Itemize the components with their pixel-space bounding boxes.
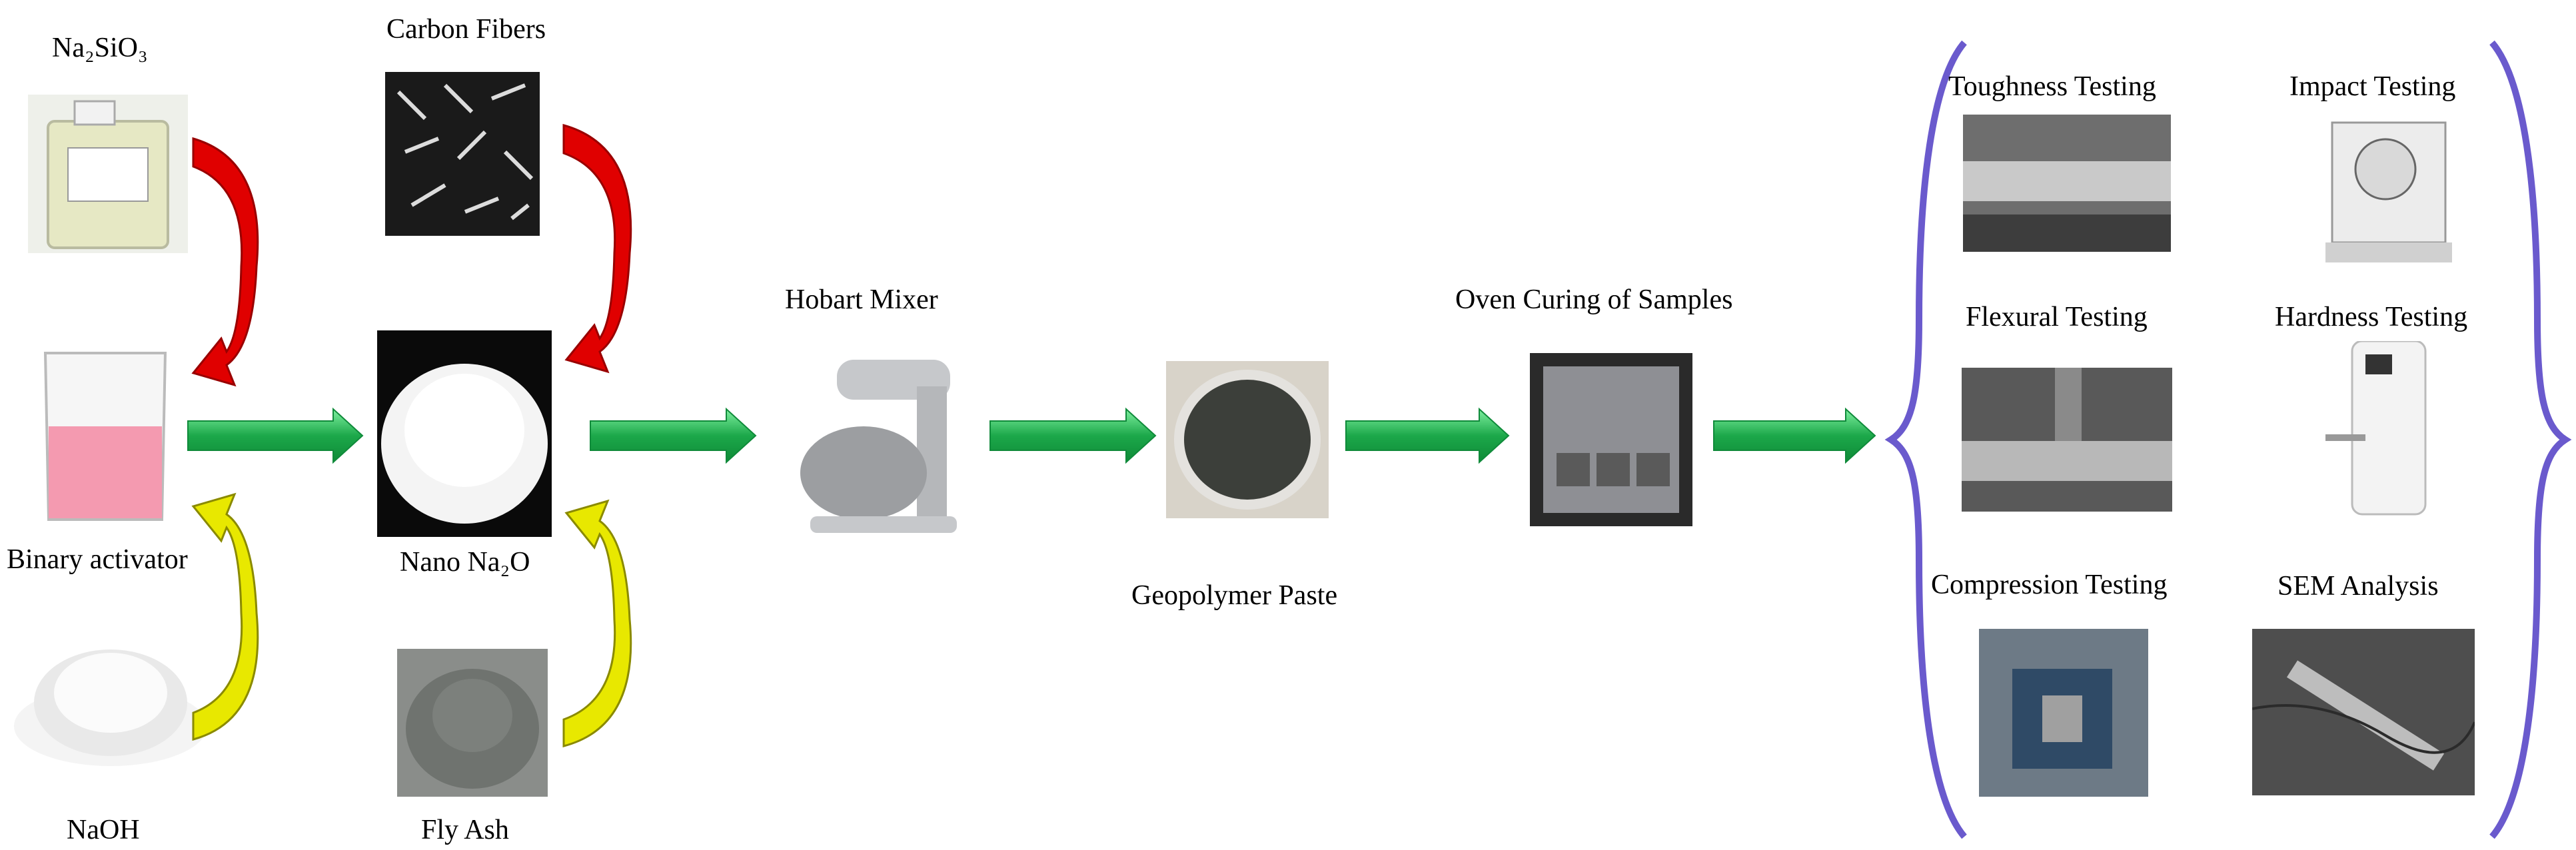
label-toughness-testing: Toughness Testing	[1948, 71, 2156, 103]
flow-arrow-2	[590, 409, 756, 462]
red-curved-arrow-right	[564, 125, 631, 372]
label-sem-analysis: SEM Analysis	[2277, 570, 2439, 602]
red-curved-arrow-left	[193, 139, 258, 385]
label-geopolymer-paste: Geopolymer Paste	[1131, 580, 1337, 612]
flow-arrow-3	[990, 409, 1155, 462]
label-impact-testing: Impact Testing	[2289, 71, 2455, 103]
label-carbon-fibers: Carbon Fibers	[386, 13, 546, 45]
yellow-curved-arrow-right	[564, 501, 631, 746]
label-flexural-testing: Flexural Testing	[1966, 301, 2148, 333]
label-oven-curing: Oven Curing of Samples	[1455, 284, 1732, 316]
yellow-curved-arrow-left	[193, 494, 258, 739]
label-nano-na2o: Nano Na₂O	[400, 546, 530, 578]
flow-arrow-5	[1714, 409, 1875, 462]
label-compression-testing: Compression Testing	[1931, 569, 2167, 601]
label-hardness-testing: Hardness Testing	[2275, 301, 2467, 333]
label-naoh: NaOH	[67, 814, 140, 846]
flow-arrow-1	[188, 409, 362, 462]
right-curly-bracket	[2492, 43, 2565, 837]
label-binary-activator: Binary activator	[7, 544, 188, 576]
flow-arrow-4	[1346, 409, 1509, 462]
label-fly-ash: Fly Ash	[421, 814, 509, 846]
label-hobart-mixer: Hobart Mixer	[785, 284, 938, 316]
label-na2sio3: Na₂SiO₃	[52, 32, 148, 64]
left-curly-bracket	[1891, 43, 1964, 837]
